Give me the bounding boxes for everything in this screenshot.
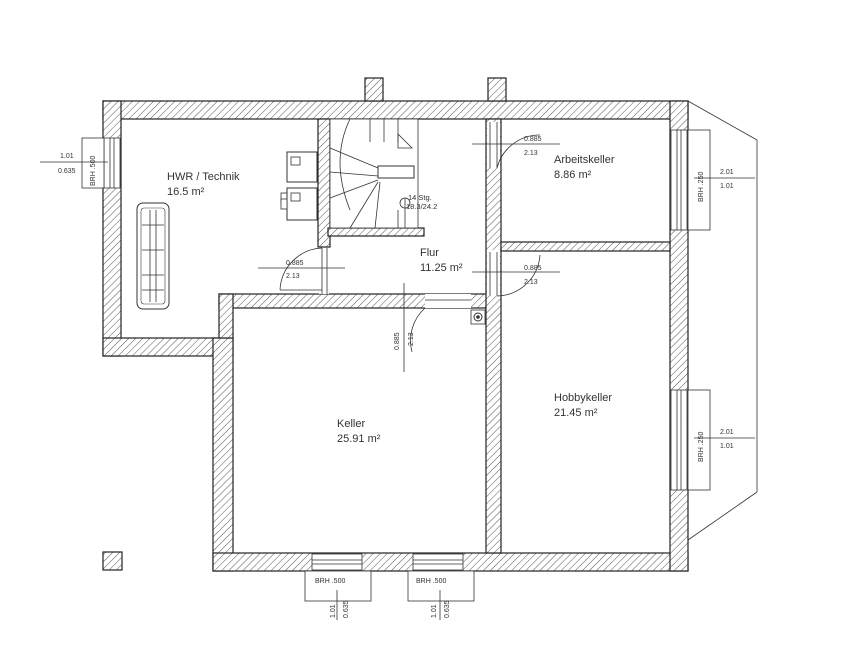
room-area-hwr: 16.5 m² <box>167 186 205 198</box>
window-south-right-width: 1.01 <box>431 604 438 618</box>
room-area-hobbykeller: 21.45 m² <box>554 407 598 419</box>
door-arbeitskeller-height: 2.13 <box>524 150 538 157</box>
door-labels: 0.885 2.13 0.885 2.13 0.885 2.13 0.885 2… <box>286 136 542 350</box>
door-keller-height: 2.13 <box>408 332 415 346</box>
chimney-block <box>102 551 123 571</box>
door-arbeitskeller-width: 0.885 <box>524 136 542 143</box>
stair-ratio: 18.3/24.2 <box>406 202 437 211</box>
window-east-upper-height: 1.01 <box>720 183 734 190</box>
window-south-left-width: 1.01 <box>330 604 337 618</box>
room-name-hobbykeller: Hobbykeller <box>554 392 612 404</box>
door-keller-width: 0.885 <box>394 332 401 350</box>
window-east-upper-brh: BRH .250 <box>698 172 705 202</box>
window-west-brh: BRH .500 <box>90 156 97 186</box>
room-labels: HWR / Technik 16.5 m² Arbeitskeller 8.86… <box>167 154 615 445</box>
room-name-keller: Keller <box>337 418 365 430</box>
door-hobbykeller-width: 0.885 <box>524 265 542 272</box>
window-south-left-brh: BRH .500 <box>315 578 345 585</box>
east-light-well <box>687 100 758 541</box>
room-name-arbeitskeller: Arbeitskeller <box>554 154 615 166</box>
staircase <box>329 118 419 229</box>
room-name-flur: Flur <box>420 247 439 259</box>
window-east-lower-height: 1.01 <box>720 443 734 450</box>
window-south-right-brh: BRH .500 <box>416 578 446 585</box>
stair-annotation: 14 Stg. 18.3/24.2 <box>406 193 437 211</box>
inner-walls <box>218 118 671 554</box>
room-name-hwr: HWR / Technik <box>167 171 240 183</box>
dimension-lines <box>40 143 755 620</box>
stair-steps: 14 Stg. <box>408 193 432 202</box>
door-hwr-height: 2.13 <box>286 273 300 280</box>
window-west-height: 0.635 <box>58 168 76 175</box>
window-labels: BRH .500 1.01 0.635 BRH .250 2.01 1.01 B… <box>58 153 734 618</box>
window-east-lower-width: 2.01 <box>720 429 734 436</box>
oil-tank-icon <box>136 202 170 310</box>
heater-unit-icon <box>286 151 318 183</box>
fixtures <box>102 151 486 571</box>
room-area-flur: 11.25 m² <box>420 262 463 274</box>
door-hobbykeller-height: 2.13 <box>524 279 538 286</box>
window-east-lower-brh: BRH .250 <box>698 432 705 462</box>
room-area-keller: 25.91 m² <box>337 433 381 445</box>
window-east-upper-width: 2.01 <box>720 169 734 176</box>
window-south-left-height: 0.635 <box>343 600 350 618</box>
windows <box>81 129 711 602</box>
window-south-right-height: 0.635 <box>444 600 451 618</box>
window-west-width: 1.01 <box>60 153 74 160</box>
door-hwr-width: 0.885 <box>286 260 304 267</box>
room-area-arbeitskeller: 8.86 m² <box>554 169 592 181</box>
